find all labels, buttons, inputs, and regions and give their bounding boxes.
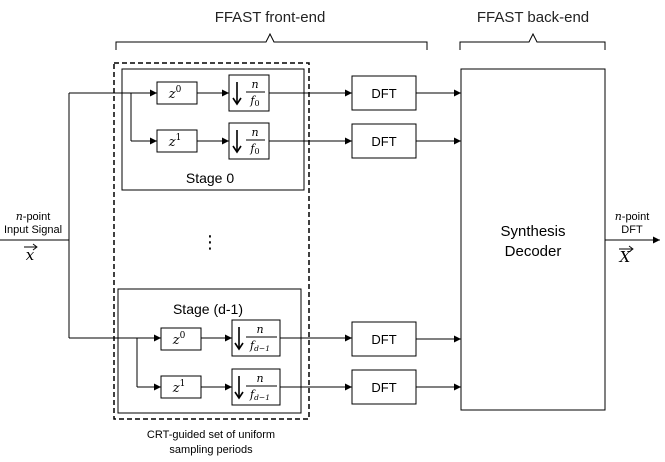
- svg-text:n: n: [256, 372, 263, 385]
- svg-text:n: n: [256, 323, 263, 336]
- output-label-line2: DFT: [621, 224, 643, 236]
- downsample-stage-d-1-top-symbol: n fd−1: [234, 323, 277, 353]
- back-end-brace: [459, 32, 606, 50]
- svg-text:f0: f0: [249, 142, 259, 156]
- stages-ellipsis: ⋮: [201, 232, 219, 252]
- dft-box-1-label: DFT: [371, 86, 396, 101]
- downsample-stage-d-1-bottom: [231, 368, 281, 406]
- svg-text:fd−1: fd−1: [249, 388, 270, 402]
- input-symbol: x: [26, 246, 35, 264]
- svg-text:n: n: [251, 78, 258, 91]
- delay-z0-stage0-label: z0: [168, 85, 182, 102]
- delay-z1-stage-d-1-label: z1: [172, 379, 186, 396]
- caption-line1: CRT-guided set of uniform: [147, 429, 275, 441]
- downsample-stage0-top-symbol: n f0: [232, 78, 265, 108]
- input-label-line1: n-point: [16, 210, 51, 223]
- dft-box-4: [351, 369, 417, 405]
- back-end-header: FFAST back-end: [477, 9, 589, 26]
- dft-box-3-label: DFT: [371, 332, 396, 347]
- input-vector-arrow: [24, 243, 38, 251]
- svg-text:f0: f0: [249, 94, 259, 108]
- synthesis-decoder-box: [460, 68, 606, 411]
- output-label-line1: n-point: [615, 210, 650, 223]
- decoder-label-line2: Decoder: [505, 243, 562, 260]
- sampling-periods-dashed-box: [113, 62, 310, 420]
- output-vector-arrow: [619, 245, 634, 253]
- dft-box-4-label: DFT: [371, 380, 396, 395]
- downsample-stage0-bottom: [228, 122, 270, 160]
- svg-text:fd−1: fd−1: [249, 339, 270, 353]
- delay-z1-stage0-label: z1: [168, 133, 182, 150]
- front-end-header: FFAST front-end: [215, 9, 326, 26]
- downsample-stage-d-1-bottom-symbol: n fd−1: [234, 372, 277, 402]
- input-label-line2: Input Signal: [4, 224, 62, 236]
- svg-text:n: n: [251, 126, 258, 139]
- stage-0-box: [121, 68, 305, 191]
- front-end-brace: [115, 32, 428, 50]
- decoder-label-line1: Synthesis: [500, 223, 565, 240]
- delay-z0-stage-d-1-label: z0: [172, 331, 186, 348]
- output-symbol: X: [619, 248, 632, 266]
- caption-line2: sampling periods: [169, 444, 253, 456]
- dft-box-2-label: DFT: [371, 134, 396, 149]
- downsample-stage0-top: [228, 74, 270, 112]
- downsample-stage0-bottom-symbol: n f0: [232, 126, 265, 156]
- downsample-stage-d-1-top: [231, 319, 281, 357]
- delay-z0-stage-d-1: [160, 327, 202, 351]
- dft-box-3: [351, 321, 417, 357]
- stage-d-1-label: Stage (d-1): [173, 301, 243, 317]
- stage-d-1-box: [117, 288, 302, 414]
- stage-0-label: Stage 0: [186, 170, 234, 186]
- dft-box-2: [351, 123, 417, 159]
